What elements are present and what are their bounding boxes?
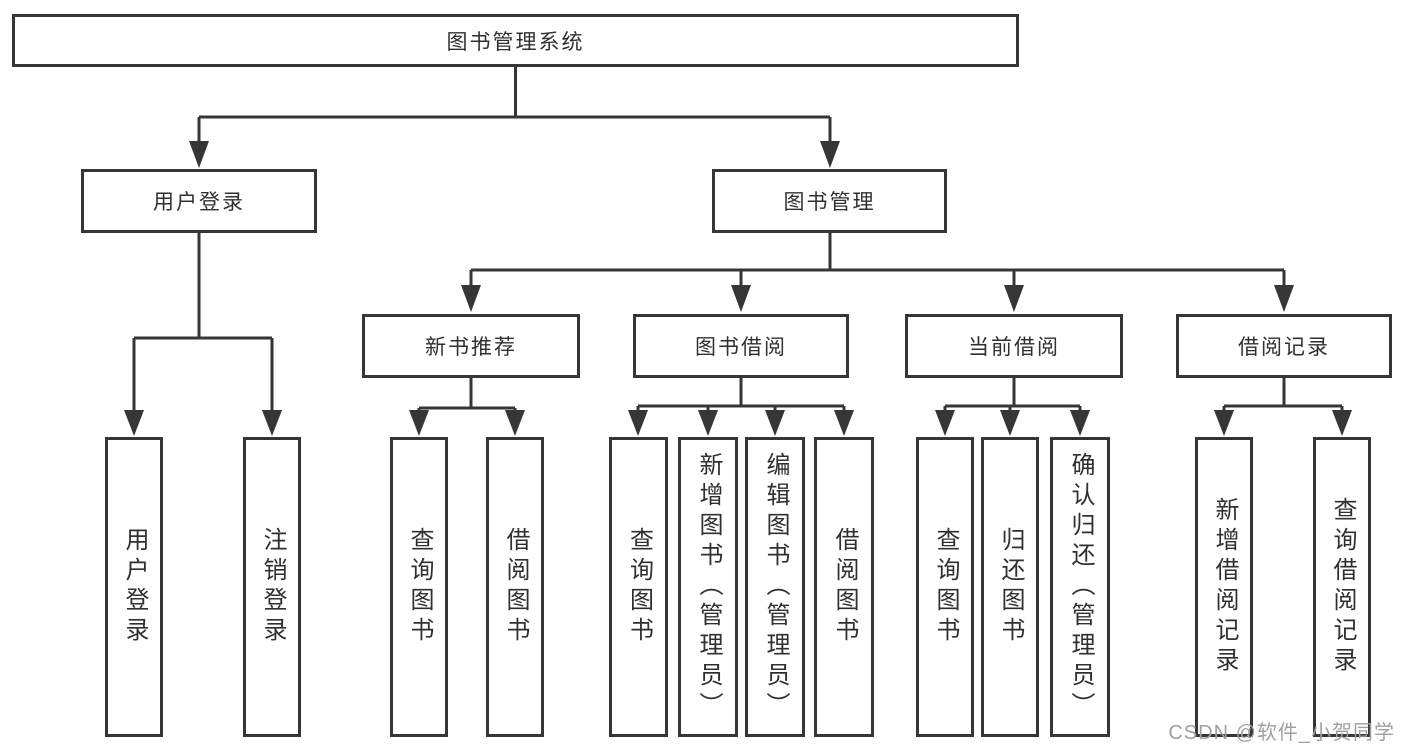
connector-book-management bbox=[469, 233, 1286, 285]
arrowheads bbox=[124, 141, 1352, 436]
leaf-query-book-current: 查询图书 bbox=[916, 437, 974, 737]
leaf-query-book-borrow: 查询图书 bbox=[609, 437, 668, 737]
leaf-borrow-book: 借阅图书 bbox=[814, 437, 874, 737]
leaf-query-borrow-record: 查询借阅记录 bbox=[1313, 437, 1371, 737]
connector-borrow-records bbox=[1222, 378, 1344, 412]
connector-current-borrow bbox=[943, 378, 1082, 412]
node-new-book-recommend: 新书推荐 bbox=[362, 314, 580, 378]
leaf-edit-book-admin: 编辑图书（管理员） bbox=[745, 437, 805, 737]
leaf-add-borrow-record: 新增借阅记录 bbox=[1195, 437, 1253, 737]
node-root-system: 图书管理系统 bbox=[12, 14, 1019, 67]
leaf-add-book-admin: 新增图书（管理员） bbox=[678, 437, 738, 737]
node-book-management: 图书管理 bbox=[712, 169, 947, 233]
connector-root bbox=[197, 67, 832, 145]
node-borrow-records: 借阅记录 bbox=[1176, 314, 1392, 378]
leaf-logout: 注销登录 bbox=[243, 437, 301, 737]
node-user-login: 用户登录 bbox=[81, 169, 317, 233]
node-current-borrow: 当前借阅 bbox=[905, 314, 1123, 378]
leaf-return-book: 归还图书 bbox=[981, 437, 1039, 737]
leaf-query-book-recommend: 查询图书 bbox=[390, 437, 448, 737]
leaf-user-login: 用户登录 bbox=[105, 437, 163, 737]
connector-user-login bbox=[132, 233, 274, 412]
node-book-borrow: 图书借阅 bbox=[633, 314, 849, 378]
csdn-watermark: CSDN @软件_小贺同学 bbox=[1168, 722, 1395, 744]
leaf-confirm-return-admin: 确认归还（管理员） bbox=[1050, 437, 1110, 737]
connector-new-book-recommend bbox=[417, 378, 517, 412]
leaf-borrow-book-recommend: 借阅图书 bbox=[486, 437, 544, 737]
connector-book-borrow bbox=[636, 378, 846, 412]
